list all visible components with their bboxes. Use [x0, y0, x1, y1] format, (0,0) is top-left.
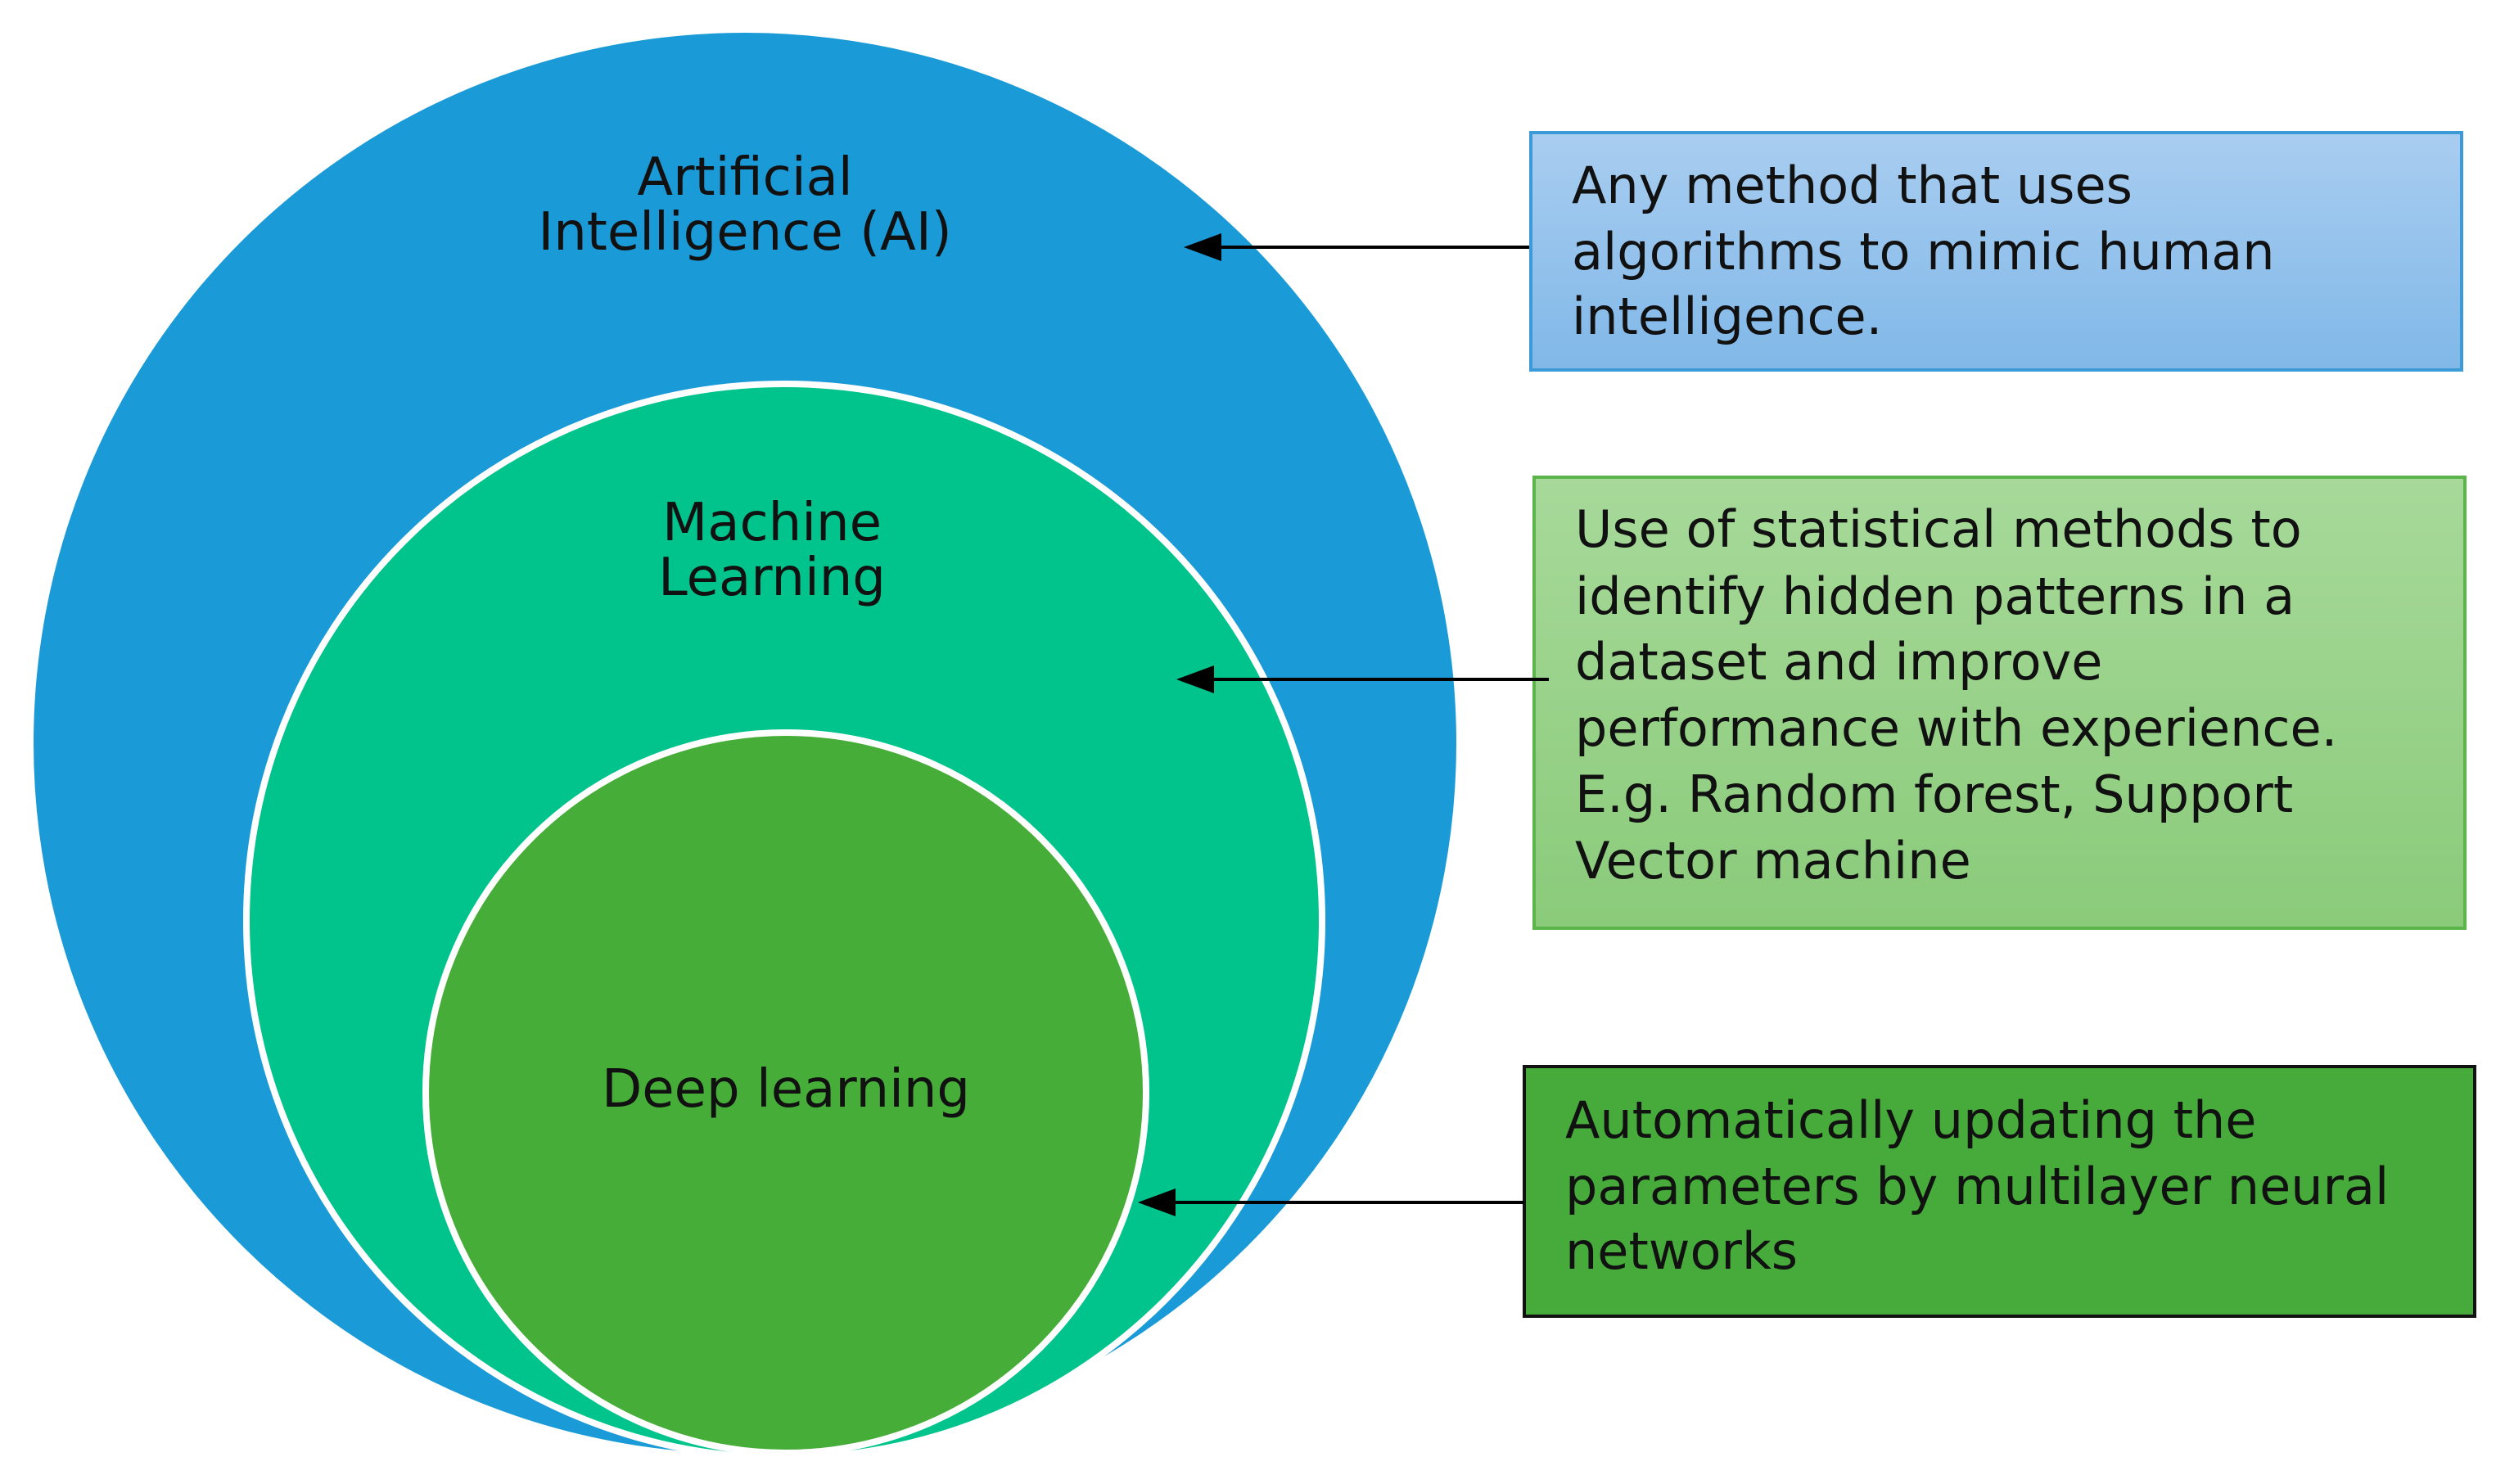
ml-arrow-head: [1176, 665, 1214, 693]
ml-description-line-6: Vector machine: [1575, 831, 1971, 891]
ml-circle-label-line-1: Machine: [662, 493, 882, 553]
arrows: [1138, 233, 1549, 1216]
ml-description-line-2: identify hidden patterns in a: [1575, 566, 2295, 626]
dl-description-line-2: parameters by multilayer neural: [1565, 1157, 2389, 1216]
dl-arrow-head: [1138, 1189, 1176, 1216]
ml-description-line-1: Use of statistical methods to: [1575, 499, 2302, 559]
dl-description-line-3: networks: [1565, 1221, 1798, 1281]
ai-description-box: [1529, 131, 2463, 372]
ml-description-line-3: dataset and improve: [1575, 632, 2102, 692]
ml-circle-label-line-2: Learning: [658, 548, 886, 608]
description-boxes: Any method that uses algorithms to mimic…: [1523, 131, 2476, 1318]
ml-description-line-5: E.g. Random forest, Support: [1575, 765, 2293, 824]
dl-circle-label: Deep learning: [602, 1059, 970, 1120]
ml-description-line-4: performance with experience.: [1575, 698, 2337, 758]
dl-description-line-1: Automatically updating the: [1565, 1090, 2256, 1150]
circle-labels: Artificial Intelligence (AI) Machine Lea…: [538, 147, 970, 1120]
ai-description-line-1: Any method that uses: [1572, 156, 2133, 215]
ml-description-box: [1532, 476, 2467, 930]
ai-circle-label-line-1: Artificial: [637, 147, 852, 208]
dl-circle: [422, 729, 1149, 1456]
ai-arrow: [1184, 233, 1529, 261]
ai-description-line-3: intelligence.: [1572, 286, 1882, 346]
ai-arrow-head: [1184, 233, 1221, 261]
ai-description-line-2: algorithms to mimic human: [1572, 222, 2275, 282]
ml-arrow: [1176, 665, 1549, 693]
nested-circles: [27, 26, 1463, 1461]
dl-description-box: [1523, 1065, 2476, 1318]
dl-arrow: [1138, 1189, 1524, 1216]
ai-circle-label-line-2: Intelligence (AI): [538, 202, 951, 263]
